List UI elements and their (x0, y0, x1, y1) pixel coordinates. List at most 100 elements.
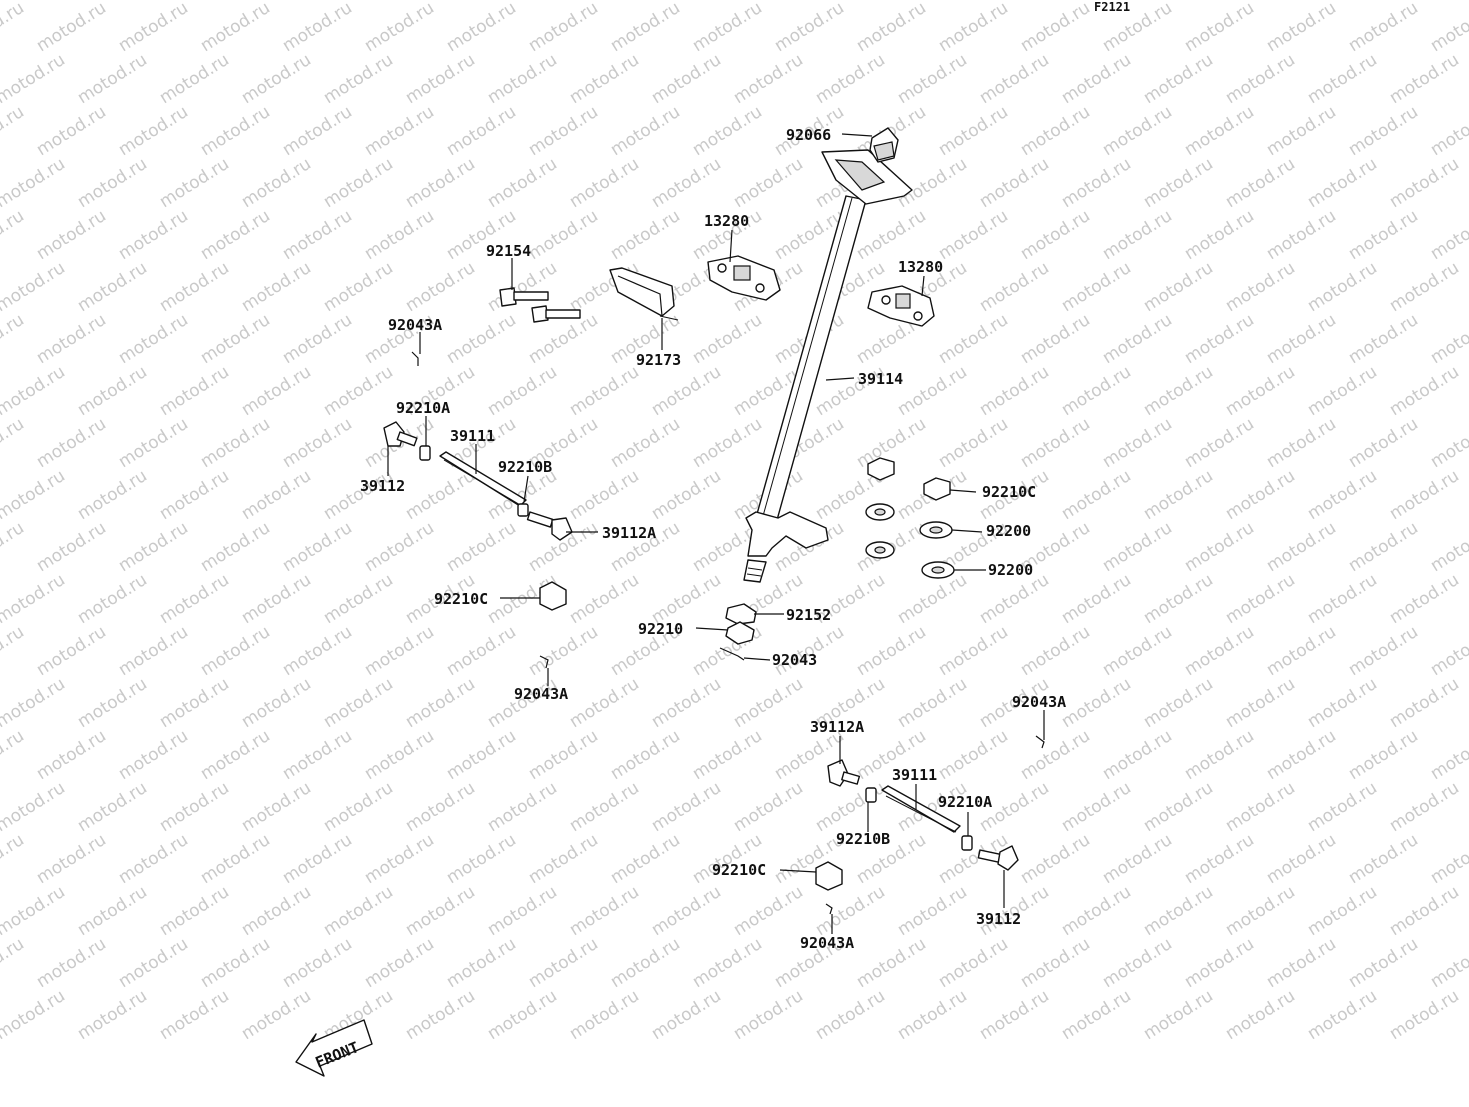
watermark-text: motod.ru (894, 50, 971, 108)
watermark-text: motod.ru (853, 934, 930, 992)
label-13280-top: 13280 (704, 212, 749, 230)
watermark-text: motod.ru (402, 50, 479, 108)
watermark-text: motod.ru (279, 518, 356, 576)
watermark-text: motod.ru (1427, 518, 1469, 576)
watermark-text: motod.ru (566, 986, 643, 1044)
watermark-text: motod.ru (1427, 414, 1469, 472)
leader-lines (387, 133, 1045, 934)
watermark-text: motod.ru (238, 986, 315, 1044)
watermark-text: motod.ru (115, 414, 192, 472)
watermark-text: motod.ru (1181, 310, 1258, 368)
watermark-text: motod.ru (156, 778, 233, 836)
watermark-text: motod.ru (1017, 206, 1094, 264)
watermark-text: motod.ru (1304, 570, 1381, 628)
watermark-text: motod.ru (566, 154, 643, 212)
watermark-text: motod.ru (0, 154, 69, 212)
watermark-text: motod.ru (1263, 934, 1340, 992)
label-92210a-right: 92210A (938, 793, 992, 811)
watermark-text: motod.ru (1181, 726, 1258, 784)
watermark-text: motod.ru (1058, 674, 1135, 732)
lower-nut-stack-part (719, 603, 757, 661)
label-92066: 92066 (786, 126, 831, 144)
watermark-text: motod.ru (812, 882, 889, 940)
watermark-text: motod.ru (894, 570, 971, 628)
watermark-text: motod.ru (935, 934, 1012, 992)
watermark-text: motod.ru (0, 414, 28, 472)
watermark-text: motod.ru (156, 258, 233, 316)
watermark-text: motod.ru (0, 362, 69, 420)
watermark-text: motod.ru (1427, 102, 1469, 160)
watermark-text: motod.ru (853, 0, 930, 56)
watermark-text: motod.ru (894, 154, 971, 212)
watermark-text: motod.ru (1017, 726, 1094, 784)
watermark-text: motod.ru (74, 0, 151, 4)
watermark-text: motod.ru (976, 154, 1053, 212)
label-92173: 92173 (636, 351, 681, 369)
watermark-text: motod.ru (402, 778, 479, 836)
watermark-text: motod.ru (1386, 674, 1463, 732)
watermark-text: motod.ru (484, 362, 561, 420)
watermark-text: motod.ru (1099, 726, 1176, 784)
watermark-text: motod.ru (607, 102, 684, 160)
watermark-text: motod.ru (0, 778, 69, 836)
watermark-text: motod.ru (1222, 986, 1299, 1044)
watermark-text: motod.ru (1058, 154, 1135, 212)
watermark-text: motod.ru (1222, 0, 1299, 4)
watermark-text: motod.ru (1058, 50, 1135, 108)
watermark-text: motod.ru (279, 310, 356, 368)
watermark-text: motod.ru (74, 778, 151, 836)
watermark-text: motod.ru (402, 258, 479, 316)
watermark-text: motod.ru (1099, 518, 1176, 576)
watermark-text: motod.ru (566, 50, 643, 108)
watermark-text: motod.ru (1304, 258, 1381, 316)
watermark-text: motod.ru (361, 934, 438, 992)
label-92043a-right: 92043A (1012, 693, 1066, 711)
label-92210a-left: 92210A (396, 399, 450, 417)
watermark-text: motod.ru (74, 362, 151, 420)
watermark-text: motod.ru (1222, 882, 1299, 940)
watermark-text: motod.ru (197, 934, 274, 992)
watermark-text: motod.ru (156, 986, 233, 1044)
watermark-text: motod.ru (0, 50, 69, 108)
watermark-text: motod.ru (935, 310, 1012, 368)
label-92210c-bottom: 92210C (712, 861, 766, 879)
watermark-text: motod.ru (115, 726, 192, 784)
watermark-text: motod.ru (0, 622, 28, 680)
label-13280-right: 13280 (898, 258, 943, 276)
part-labels: 92066 13280 13280 92154 92173 92043A 391… (360, 126, 1066, 952)
watermark-text: motod.ru (1345, 622, 1422, 680)
watermark-text: motod.ru (279, 830, 356, 888)
watermark-text: motod.ru (1140, 674, 1217, 732)
watermark-text: motod.ru (1345, 310, 1422, 368)
label-39111-left: 39111 (450, 427, 495, 445)
watermark-text: motod.ru (648, 362, 725, 420)
watermark-text: motod.ru (607, 830, 684, 888)
nuts-washers-part (865, 457, 955, 579)
watermark-text: motod.ru (812, 778, 889, 836)
watermark-text: motod.ru (443, 0, 520, 56)
watermark-text: motod.ru (443, 934, 520, 992)
watermark-text: motod.ru (689, 830, 766, 888)
watermark-text: motod.ru (74, 986, 151, 1044)
watermark-text: motod.ru (402, 466, 479, 524)
watermark-text: motod.ru (0, 570, 69, 628)
watermark-text: motod.ru (935, 726, 1012, 784)
watermark-text: motod.ru (689, 0, 766, 56)
label-92043: 92043 (772, 651, 817, 669)
watermark-text: motod.ru (238, 0, 315, 4)
watermark-text: motod.ru (1304, 0, 1381, 4)
watermark-text: motod.ru (320, 362, 397, 420)
watermark-text: motod.ru (1263, 830, 1340, 888)
watermark-text: motod.ru (0, 674, 69, 732)
watermark-text: motod.ru (74, 882, 151, 940)
watermark-text: motod.ru (1345, 102, 1422, 160)
watermark-text: motod.ru (33, 310, 110, 368)
watermark-text: motod.ru (156, 0, 233, 4)
watermark-text: motod.ru (484, 154, 561, 212)
label-92210: 92210 (638, 620, 683, 638)
watermark-text: motod.ru (1386, 362, 1463, 420)
watermark-text: motod.ru (730, 882, 807, 940)
watermark-text: motod.ru (238, 570, 315, 628)
watermark-text: motod.ru (320, 674, 397, 732)
